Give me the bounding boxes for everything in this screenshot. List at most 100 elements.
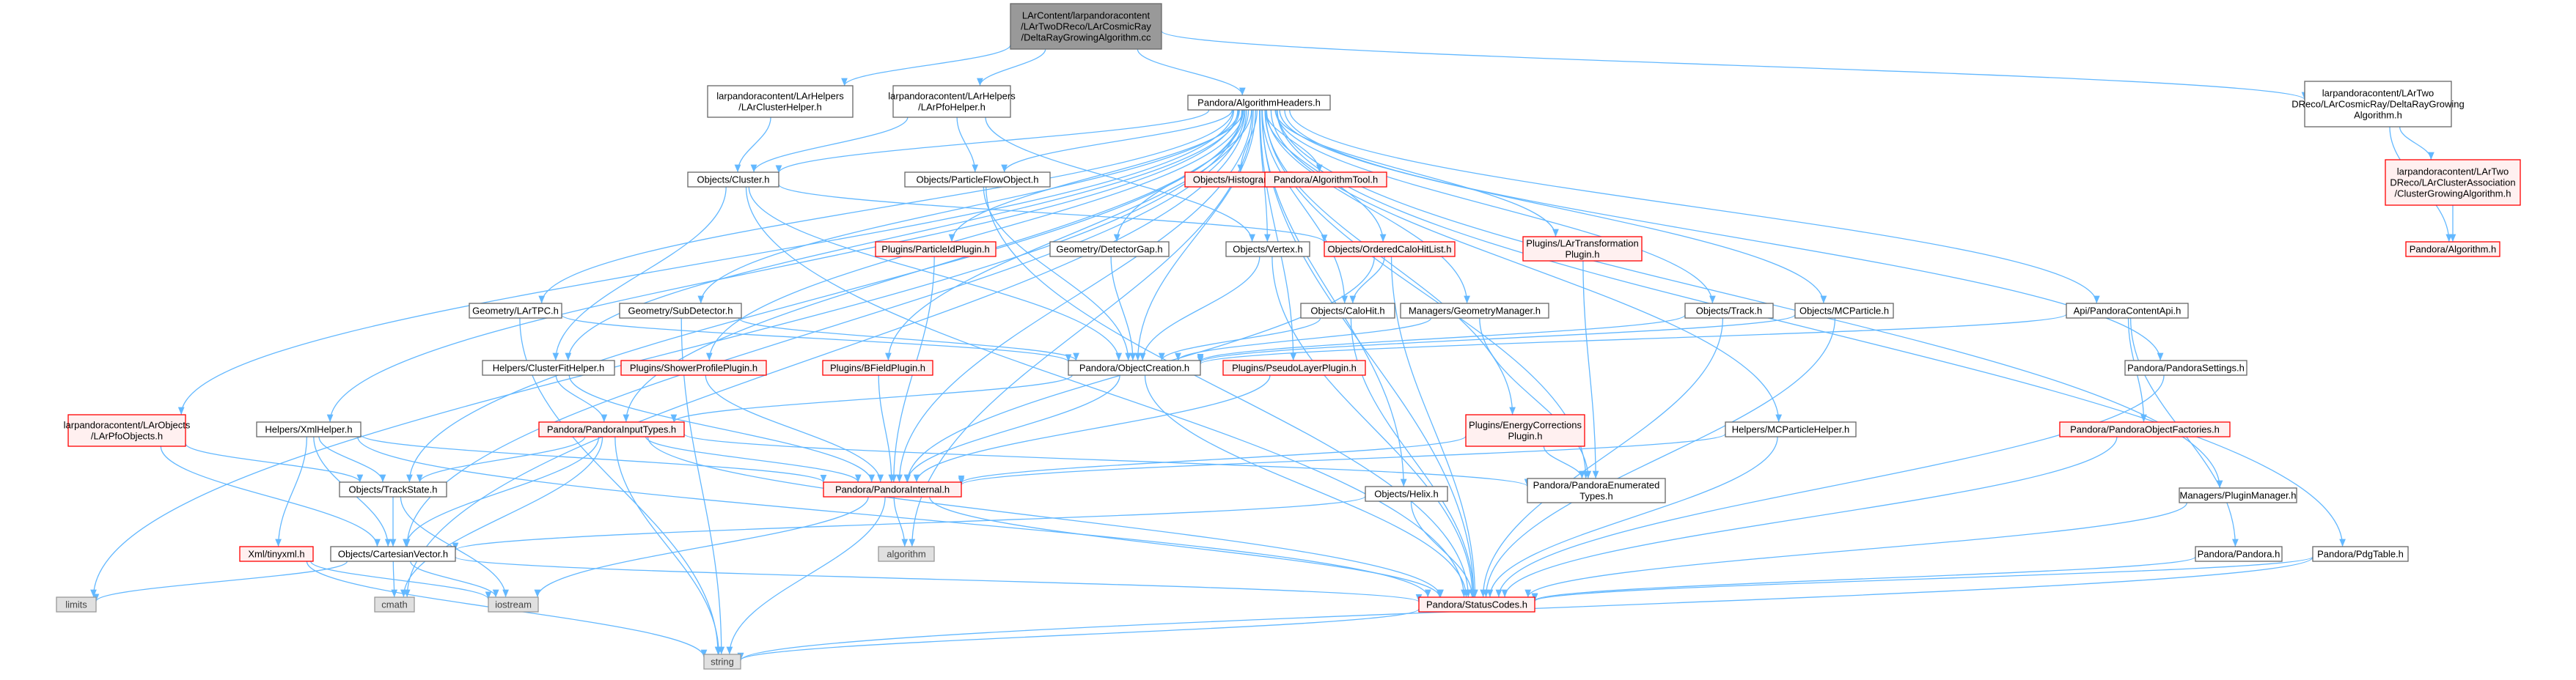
node-n24[interactable]: Plugins/ShowerProfilePlugin.h: [620, 360, 767, 376]
node-label-line: Objects/TrackState.h: [349, 484, 438, 495]
edge-n38-to-n48: [1410, 500, 1475, 598]
edge-n33-to-n36: [958, 433, 1726, 486]
node-n43[interactable]: Pandora/Pandora.h: [2195, 546, 2283, 562]
edge-n20-to-n48: [1480, 317, 1724, 598]
node-n28[interactable]: Pandora/PandoraSettings.h: [2124, 360, 2247, 376]
node-n40[interactable]: Xml/tinyxml.h: [239, 546, 314, 562]
edge-n41-to-n47: [410, 561, 499, 598]
node-label-line: Objects/ParticleFlowObject.h: [917, 174, 1039, 185]
node-label-line: limits: [65, 599, 87, 610]
edge-n2-to-n7: [750, 117, 909, 173]
node-n35[interactable]: Objects/TrackState.h: [339, 481, 447, 498]
node-box: [1418, 596, 1535, 613]
node-label-line: Objects/CartesianVector.h: [338, 549, 448, 560]
edge-n8-to-n48: [986, 186, 1472, 598]
edge-n3-to-n30: [326, 109, 1239, 423]
edge-n1-to-n7: [734, 117, 771, 173]
node-n10[interactable]: Pandora/AlgorithmTool.h: [1264, 171, 1387, 188]
node-label-line: /ClusterGrowingAlgorithm.h: [2395, 188, 2511, 199]
node-box: [904, 171, 1051, 188]
edge-n3-to-n46: [403, 109, 1247, 598]
node-n36[interactable]: Pandora/PandoraInternal.h: [823, 481, 962, 498]
node-n17[interactable]: Geometry/SubDetector.h: [619, 303, 742, 319]
node-box: [1527, 478, 1666, 503]
edge-n31-to-n36: [645, 436, 862, 483]
edge-n7-to-n23: [552, 186, 727, 361]
node-n19[interactable]: Managers/GeometryManager.h: [1400, 303, 1549, 319]
node-box: [1264, 171, 1387, 188]
node-n47: iostream: [488, 596, 539, 613]
node-n4[interactable]: larpandoracontent/LArTwoDReco/LArCosmicR…: [2291, 81, 2465, 128]
node-n2[interactable]: larpandoracontent/LArHelpers/LArPfoHelpe…: [888, 85, 1016, 118]
edge-n43-to-n48: [1532, 556, 2196, 602]
node-n26[interactable]: Pandora/ObjectCreation.h: [1068, 360, 1201, 376]
edge-n23-to-n31: [555, 374, 608, 423]
node-n29[interactable]: larpandoracontent/LArObjects/LArPfoObjec…: [64, 414, 191, 447]
edge-n41-to-n45: [92, 561, 348, 602]
node-box: [488, 596, 539, 613]
node-n12[interactable]: Geometry/DetectorGap.h: [1049, 241, 1170, 257]
node-n34[interactable]: Pandora/PandoraObjectFactories.h: [2059, 421, 2231, 437]
node-n39[interactable]: Managers/PluginManager.h: [2179, 487, 2297, 503]
node-box: [822, 360, 933, 376]
node-n8[interactable]: Objects/ParticleFlowObject.h: [904, 171, 1051, 188]
edge-root-to-n4: [1161, 30, 2308, 100]
node-n3[interactable]: Pandora/AlgorithmHeaders.h: [1187, 95, 1331, 111]
edge-n14-to-n48: [1390, 256, 1478, 598]
node-root[interactable]: LArContent/larpandoracontent/LArTwoDReco…: [1010, 3, 1162, 50]
node-n20[interactable]: Objects/Track.h: [1684, 303, 1774, 319]
node-n41[interactable]: Objects/CartesianVector.h: [330, 546, 456, 562]
edge-n33-to-n48: [1486, 436, 1778, 598]
node-n14[interactable]: Objects/OrderedCaloHitList.h: [1324, 241, 1456, 257]
node-n11[interactable]: Plugins/ParticleIdPlugin.h: [875, 241, 997, 257]
node-n33[interactable]: Helpers/MCParticleHelper.h: [1725, 421, 1857, 437]
node-n23[interactable]: Helpers/ClusterFitHelper.h: [482, 360, 615, 376]
edge-n18-to-n26: [1159, 317, 1321, 361]
node-box: [707, 85, 854, 118]
edge-n26-to-n36: [903, 374, 1120, 483]
node-box: [1465, 414, 1585, 447]
node-label-line: /LArPfoHelper.h: [918, 102, 986, 113]
node-label-line: Plugin.h: [1508, 431, 1543, 442]
node-n30[interactable]: Helpers/XmlHelper.h: [256, 421, 362, 437]
edge-n2-to-n8: [956, 117, 979, 173]
node-n25[interactable]: Plugins/BFieldPlugin.h: [822, 360, 933, 376]
node-box: [1187, 95, 1331, 111]
edge-n3-to-n8: [1001, 109, 1233, 173]
node-n22[interactable]: Api/PandoraContentApi.h: [2066, 303, 2189, 319]
node-n44[interactable]: Pandora/PdgTable.h: [2312, 546, 2409, 562]
node-label-line: Managers/GeometryManager.h: [1409, 306, 1541, 317]
node-n21[interactable]: Objects/MCParticle.h: [1794, 303, 1894, 319]
node-n13[interactable]: Objects/Vertex.h: [1225, 241, 1310, 257]
node-label-line: Managers/PluginManager.h: [2180, 490, 2297, 501]
node-n38[interactable]: Objects/Helix.h: [1365, 486, 1448, 502]
node-n7[interactable]: Objects/Cluster.h: [687, 171, 779, 188]
node-label-line: Pandora/AlgorithmTool.h: [1274, 174, 1378, 185]
node-n49: string: [703, 654, 741, 670]
edge-n3-to-n29: [177, 109, 1235, 415]
node-n31[interactable]: Pandora/PandoraInputTypes.h: [538, 421, 685, 437]
node-label-line: Plugins/LArTransformation: [1526, 238, 1638, 249]
node-n1[interactable]: larpandoracontent/LArHelpers/LArClusterH…: [707, 85, 854, 118]
node-label-line: Pandora/StatusCodes.h: [1426, 599, 1527, 610]
node-n6[interactable]: Pandora/Algorithm.h: [2405, 241, 2500, 257]
edge-n29-to-n41: [160, 446, 381, 547]
node-n48[interactable]: Pandora/StatusCodes.h: [1418, 596, 1535, 613]
edge-n32-to-n36: [958, 435, 1467, 484]
edge-n14-to-n18: [1349, 256, 1385, 304]
edge-n36-to-n48: [929, 496, 1443, 598]
edge-n3-to-n7: [775, 109, 1210, 174]
node-n27[interactable]: Plugins/PseudoLayerPlugin.h: [1222, 360, 1366, 376]
node-n18[interactable]: Objects/CaloHit.h: [1300, 303, 1395, 319]
node-box: [703, 654, 741, 670]
edge-n7-to-n48: [745, 186, 1467, 598]
node-n5[interactable]: larpandoracontent/LArTwoDReco/LArCluster…: [2385, 159, 2521, 206]
node-box: [239, 546, 314, 562]
node-n16[interactable]: Geometry/LArTPC.h: [469, 303, 562, 319]
edge-n22-to-n26: [1197, 314, 2067, 365]
edge-n3-to-n24: [705, 109, 1244, 361]
